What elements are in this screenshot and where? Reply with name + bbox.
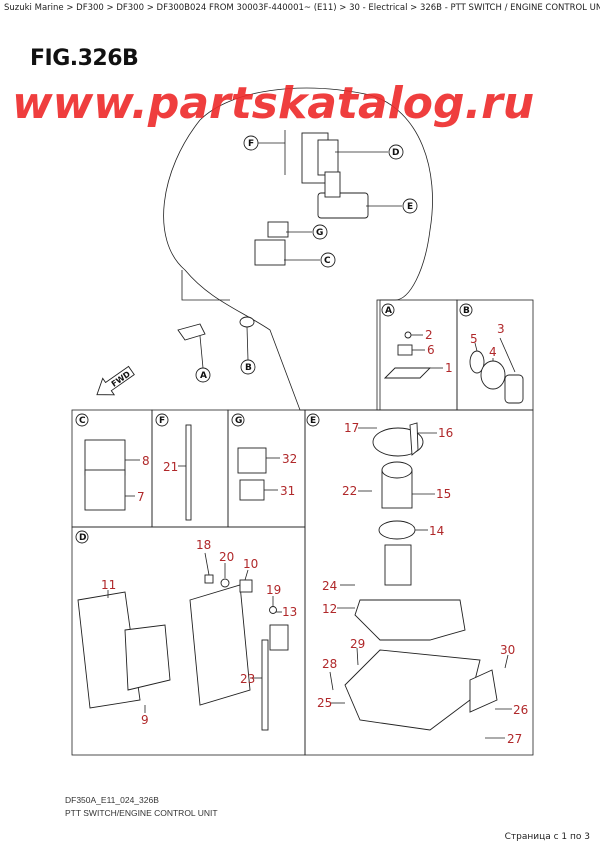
svg-text:4: 4 bbox=[489, 345, 497, 359]
svg-text:16: 16 bbox=[438, 426, 453, 440]
svg-text:E: E bbox=[310, 416, 316, 426]
svg-text:10: 10 bbox=[243, 557, 258, 571]
svg-text:24: 24 bbox=[322, 579, 337, 593]
callout-g[interactable]: G bbox=[312, 224, 328, 240]
svg-text:C: C bbox=[79, 416, 86, 426]
svg-text:13: 13 bbox=[282, 605, 297, 619]
svg-text:27: 27 bbox=[507, 732, 522, 746]
svg-text:14: 14 bbox=[429, 524, 444, 538]
svg-text:1: 1 bbox=[445, 361, 453, 375]
svg-text:B: B bbox=[463, 306, 470, 316]
ptt-switch-assembly bbox=[317, 171, 369, 219]
panel-f: F 21 bbox=[155, 413, 192, 521]
grommet-b bbox=[239, 316, 255, 328]
breadcrumb[interactable]: Suzuki Marine > DF300 > DF300 > DF300B02… bbox=[4, 3, 600, 13]
svg-text:C: C bbox=[324, 256, 331, 266]
svg-text:32: 32 bbox=[282, 452, 297, 466]
svg-text:A: A bbox=[385, 306, 392, 316]
panel-frames bbox=[71, 299, 534, 756]
fwd-arrow: FWD bbox=[96, 365, 135, 396]
callout-d[interactable]: D bbox=[388, 144, 404, 160]
panel-b: B 5 4 3 bbox=[459, 303, 524, 404]
callout-c[interactable]: C bbox=[320, 252, 336, 268]
svg-text:F: F bbox=[159, 416, 165, 426]
svg-text:D: D bbox=[392, 148, 399, 158]
svg-text:26: 26 bbox=[513, 703, 528, 717]
svg-text:11: 11 bbox=[101, 578, 116, 592]
relay-g bbox=[267, 221, 289, 238]
svg-text:2: 2 bbox=[425, 328, 433, 342]
svg-text:25: 25 bbox=[317, 696, 332, 710]
svg-text:30: 30 bbox=[500, 643, 515, 657]
svg-text:20: 20 bbox=[219, 550, 234, 564]
svg-text:G: G bbox=[316, 228, 323, 238]
svg-text:E: E bbox=[407, 202, 413, 212]
svg-text:G: G bbox=[235, 416, 242, 426]
callout-a[interactable]: A bbox=[195, 367, 211, 383]
svg-text:D: D bbox=[79, 533, 86, 543]
ptt-switch-a bbox=[177, 323, 206, 341]
svg-text:18: 18 bbox=[196, 538, 211, 552]
svg-text:22: 22 bbox=[342, 484, 357, 498]
svg-text:21: 21 bbox=[163, 460, 178, 474]
svg-text:5: 5 bbox=[470, 332, 478, 346]
svg-text:19: 19 bbox=[266, 583, 281, 597]
watermark: www.partskatalog.ru bbox=[12, 78, 534, 129]
panel-a: A 2 6 1 bbox=[381, 303, 453, 379]
callout-b[interactable]: B bbox=[240, 359, 256, 375]
svg-text:17: 17 bbox=[344, 421, 359, 435]
svg-text:A: A bbox=[200, 371, 207, 381]
figure-title: FIG.326B bbox=[30, 46, 139, 71]
panel-e: E 17 16 22 15 14 24 12 29 28 30 25 26 27 bbox=[306, 413, 528, 746]
svg-text:29: 29 bbox=[350, 637, 365, 651]
callout-f[interactable]: F bbox=[243, 135, 259, 151]
ecu-module bbox=[301, 132, 339, 184]
panel-g: G 32 31 bbox=[231, 413, 297, 501]
panel-c: C 8 7 bbox=[75, 413, 150, 511]
callout-e[interactable]: E bbox=[402, 198, 418, 214]
svg-text:8: 8 bbox=[142, 454, 150, 468]
svg-text:28: 28 bbox=[322, 657, 337, 671]
engine-cowl bbox=[163, 87, 433, 411]
panel-d: D 18 20 10 11 19 13 23 9 bbox=[75, 530, 297, 731]
relay-c bbox=[254, 239, 286, 266]
svg-text:23: 23 bbox=[240, 672, 255, 686]
svg-text:12: 12 bbox=[322, 602, 337, 616]
svg-text:7: 7 bbox=[137, 490, 145, 504]
svg-text:B: B bbox=[245, 363, 252, 373]
svg-text:31: 31 bbox=[280, 484, 295, 498]
svg-text:15: 15 bbox=[436, 487, 451, 501]
svg-text:6: 6 bbox=[427, 343, 435, 357]
diagram-code: DF350A_E11_024_326B bbox=[65, 795, 159, 805]
svg-text:3: 3 bbox=[497, 322, 505, 336]
page-indicator: Страница с 1 по 3 bbox=[504, 832, 590, 842]
svg-text:F: F bbox=[248, 139, 254, 149]
svg-text:9: 9 bbox=[141, 713, 149, 727]
diagram-caption: PTT SWITCH/ENGINE CONTROL UNIT bbox=[65, 808, 218, 818]
